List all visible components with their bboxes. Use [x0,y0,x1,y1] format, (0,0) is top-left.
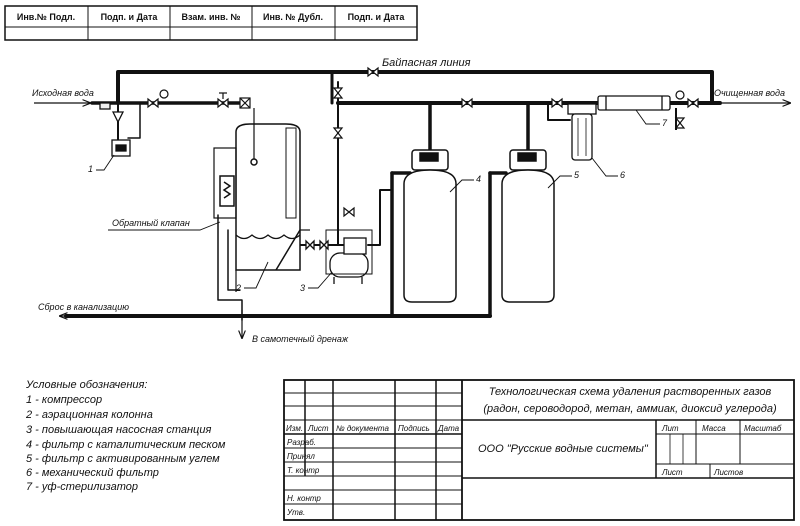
legend-item: 3 - повышающая насосная станция [26,424,211,436]
sheet-label: Лист [661,468,683,477]
legend: Условные обозначения: 1 - компрессор 2 -… [25,379,226,493]
drawing-title-line2: (радон, сероводород, метан, аммиак, диок… [483,403,777,415]
stamp-header-2: Подп. и Дата [101,12,159,22]
callout-3: 3 [300,283,305,293]
stamp-header-1: Инв.№ Подл. [17,12,75,22]
col-sign: Подпись [398,424,430,433]
title-block [283,379,795,521]
pump-station [300,229,373,284]
callout-4: 4 [476,174,481,184]
compressor [99,102,131,157]
uv-sterilizer [597,95,677,130]
drawing-title-line1: Технологическая схема удаления растворен… [489,386,772,398]
bypass-line-label: Байпасная линия [382,57,471,69]
callout-6: 6 [620,170,625,180]
valves [147,66,699,218]
legend-item: 2 - аэрационная колонна [25,409,153,421]
clean-water-label: Очищенная вода [714,88,785,98]
legend-item: 1 - компрессор [26,394,102,406]
mass-label: Масса [702,424,726,433]
stamp-header-4: Инв. № Дубл. [263,12,323,22]
top-stamp-table [4,5,418,41]
legend-title: Условные обозначения: [25,379,147,391]
mechanical-filter [567,103,597,161]
row-razrab: Разраб. [287,438,316,447]
callout-7: 7 [662,118,668,128]
col-izm: Изм. [286,424,303,433]
catalytic-sand-filter [403,149,457,303]
callout-5: 5 [574,170,580,180]
gravity-drain-label: В самотечный дренаж [252,334,349,344]
activated-carbon-filter [501,149,555,303]
row-tkontr: Т. контр [287,466,320,475]
callout-2: 2 [235,283,241,293]
callout-1: 1 [88,164,93,174]
aeration-column [213,108,310,292]
sewer-discharge-label: Сброс в канализацию [38,302,129,312]
col-list: Лист [307,424,329,433]
legend-item: 7 - уф-стерилизатор [26,481,138,493]
flow-arrows [34,103,790,338]
row-utv: Утв. [286,508,305,517]
check-valve-label: Обратный клапан [112,218,190,228]
row-nkontr: Н. контр [287,494,321,503]
stamp-header-3: Взам. инв. № [181,12,240,22]
sheets-label: Листов [713,468,743,477]
row-prinyal: Принял [287,452,315,461]
legend-item: 4 - фильтр с каталитическим песком [26,439,226,451]
inlet-water-label: Исходная вода [32,88,94,98]
col-doc: № документа [336,424,389,433]
company-name: ООО "Русские водные системы" [478,443,649,455]
scale-label: Масштаб [744,424,782,433]
callout-leaders [96,109,660,289]
stamp-header-5: Подп. и Дата [348,12,406,22]
legend-item: 5 - фильтр с активированным углем [26,453,220,465]
lit-label: Лит [661,424,679,433]
col-date: Дата [437,424,460,433]
legend-item: 6 - механический фильтр [26,467,159,479]
